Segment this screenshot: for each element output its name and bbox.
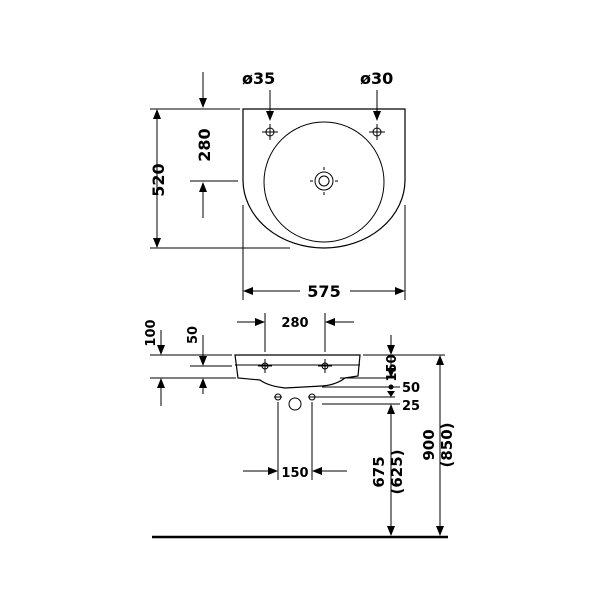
tap-spacing-label: 280 (281, 316, 308, 331)
waste-offset-label: 25 (402, 399, 420, 414)
width-label: 575 (307, 282, 340, 301)
depth-to-drain-label: 280 (195, 128, 214, 161)
side-tap-right-icon (318, 359, 332, 373)
top-view: ø35 ø30 280 520 575 (149, 69, 406, 301)
bowl-offset-label: 50 (186, 326, 201, 344)
hole-left-diameter-label: ø35 (242, 69, 275, 88)
side-tap-left-icon (258, 359, 272, 373)
basin-side-profile (234, 354, 361, 389)
total-depth-label: 520 (149, 163, 168, 196)
bowl-circle (263, 121, 385, 243)
rim-height-label: 100 (144, 319, 159, 346)
drain-icon (310, 167, 338, 195)
waste-spacing-label: 150 (281, 466, 308, 481)
waste-height-label: 675 (370, 456, 388, 487)
overflow-offset-label: 50 (402, 381, 420, 396)
waste-height-alt-label: (625) (388, 449, 406, 494)
rim-floor-height-alt-label: (850) (438, 422, 456, 467)
waste-icon (274, 393, 316, 411)
tap-hole-right-icon (369, 124, 385, 140)
rim-thickness-label: 150 (385, 354, 400, 381)
hole-right-diameter-label: ø30 (360, 69, 393, 88)
rim-floor-height-label: 900 (420, 429, 438, 460)
tap-hole-left-icon (262, 124, 278, 140)
side-view: 280 100 50 150 50 25 (144, 313, 456, 539)
basin-outline (242, 108, 406, 249)
